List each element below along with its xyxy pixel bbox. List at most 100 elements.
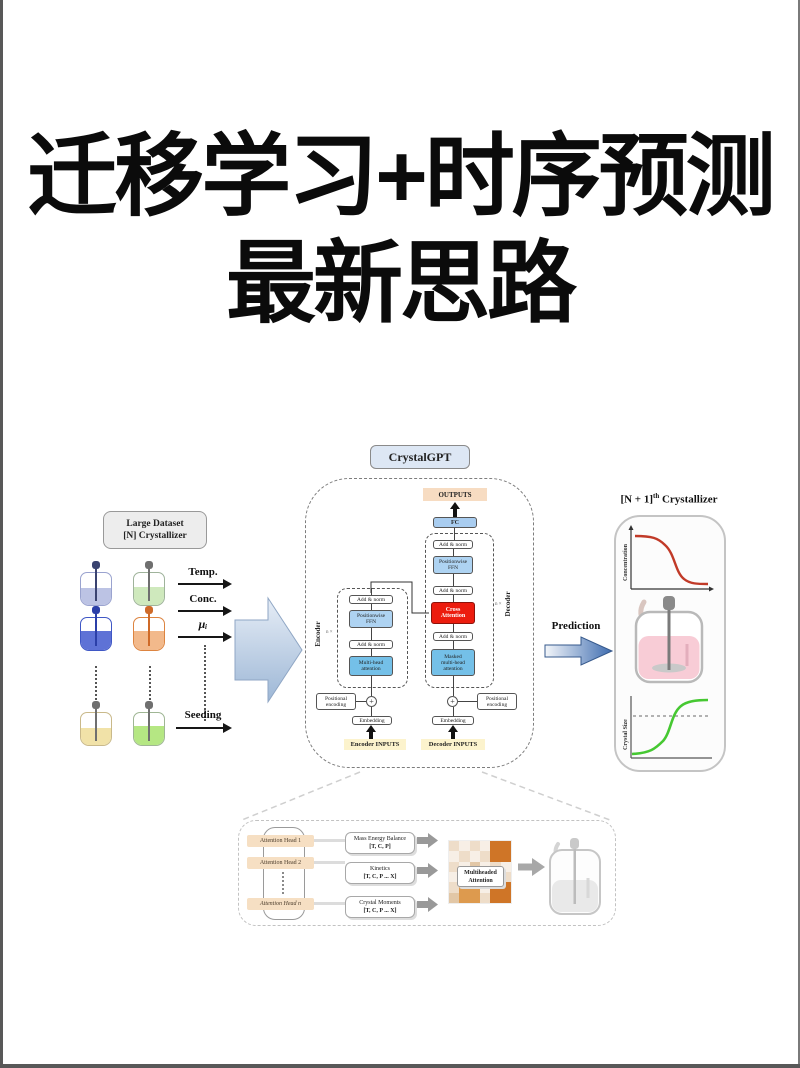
mha-label: Multi-head attention [358, 660, 384, 672]
output-vessel [549, 838, 601, 915]
crystal-size-plot: Crystal Size [623, 696, 712, 759]
add-norm-label: Add & norm [438, 587, 468, 594]
encoder-inputs-label: Encoder INPUTS [350, 741, 400, 748]
crystallizer-vessel [133, 606, 165, 651]
attention-head-label: Attention Head 1 [259, 838, 302, 844]
transformer-container [305, 478, 534, 768]
decoder-add-norm-1: Add & norm [433, 540, 473, 549]
head-connector [314, 861, 345, 864]
page-title: 迁移学习+时序预测 最新思路 [0, 124, 800, 338]
fc-box: FC [433, 517, 477, 528]
feature-vars: [T, C, P ... X] [363, 874, 397, 880]
feature-arrow [417, 833, 438, 848]
pos-encoding-label: Positional encoding [485, 695, 508, 708]
encoder-mha-box: Multi-head attention [349, 656, 393, 676]
attention-head-2: Attention Head 2 [247, 857, 314, 869]
cross-attention-label: Cross Attention [440, 607, 466, 619]
bottom-border [0, 1064, 800, 1068]
seeding-arrow [176, 723, 232, 733]
feature-arrow [417, 863, 438, 878]
seeding-label: Seeding [184, 709, 222, 721]
add-norm-label: Add & norm [438, 633, 468, 640]
plus-icon: + [369, 697, 374, 706]
feature-kinetics: Kinetics [T, C, P ... X] [345, 862, 415, 884]
encoder-inputs-box: Encoder INPUTS [344, 739, 406, 750]
pos-ffn-label: Positionwise FFN [356, 613, 386, 625]
vessel-ellipsis [149, 666, 151, 700]
title-line-1: 迁移学习+时序预测 [27, 127, 776, 227]
title-sup: th [652, 492, 660, 500]
conc-arrow [178, 606, 232, 616]
conc-label: Conc. [189, 593, 217, 605]
temp-label: Temp. [188, 566, 218, 578]
encoder-ffn: Positionwise FFN [349, 610, 393, 628]
attention-head-label: Attention Head n [260, 901, 301, 907]
embedding-label: Embedding [359, 717, 385, 724]
decoder-inputs-arrow [448, 725, 458, 739]
cross-attention-box: Cross Attention [431, 602, 475, 624]
vessel-ellipsis [95, 666, 97, 700]
fc-connector [454, 528, 455, 540]
feature-name: Crystal Moments [359, 900, 401, 906]
add-norm-label: Add & norm [356, 641, 386, 648]
crystallizer-vessel [133, 701, 165, 746]
decoder-embedding: Embedding [432, 716, 474, 725]
decoder-add-norm-3: Add & norm [433, 632, 473, 641]
dataset-box: Large Dataset [N] Crystallizer [103, 511, 207, 549]
crystallizer-vessel [80, 701, 112, 746]
concentration-plot: Concentration [623, 525, 714, 592]
title-base: [N + 1] [620, 493, 653, 506]
head-connector [314, 902, 345, 905]
model-name: CrystalGPT [388, 449, 452, 464]
heatmap-to-vessel-arrow [518, 858, 545, 876]
target-crystallizer-title: [N + 1]th Crystallizer [614, 492, 724, 506]
feature-vars: [T, C, P] [369, 844, 391, 850]
attention-head-label: Attention Head 2 [259, 860, 302, 866]
decoder-plus-circle: + [447, 696, 458, 707]
predicted-vessel [634, 596, 704, 684]
right-border [798, 0, 800, 1068]
decoder-add-norm-2: Add & norm [433, 586, 473, 595]
plus-icon: + [450, 697, 455, 706]
attention-head-n: Attention Head n [247, 898, 314, 910]
outputs-label: OUTPUTS [438, 490, 472, 499]
prediction-label: Prediction [551, 620, 601, 632]
decoder-multiplier: n × [495, 602, 502, 607]
multiheaded-attention-box: Multiheaded Attention [457, 866, 504, 887]
fc-to-outputs-arrow [450, 502, 460, 517]
encoder-embedding: Embedding [352, 716, 392, 725]
encoder-box [337, 588, 408, 688]
decoder-inputs-box: Decoder INPUTS [421, 739, 485, 750]
masked-mha-box: Masked multi-head attention [431, 649, 475, 676]
encoder-add-norm-1: Add & norm [349, 595, 393, 604]
encoder-plus-circle: + [366, 696, 377, 707]
title-line-2: 最新思路 [226, 234, 577, 334]
left-border [0, 0, 3, 1068]
add-norm-label: Add & norm [438, 541, 468, 548]
decoder-pos-encoding: Positional encoding [477, 693, 517, 710]
multiheaded-attention-label: Multiheaded Attention [464, 869, 497, 884]
crystallizer-vessel [133, 561, 165, 606]
add-norm-label: Add & norm [356, 596, 386, 603]
crystallizer-vessel [80, 561, 112, 606]
dataset-line-1: Large Dataset [126, 519, 184, 529]
feature-mass-energy: Mass Energy Balance [T, C, P] [345, 832, 415, 854]
feature-vars: [T, C, P ... X] [363, 908, 397, 914]
head-connector [314, 839, 345, 842]
encoder-inputs-arrow [366, 725, 376, 739]
embedding-label: Embedding [440, 717, 466, 724]
mu-label: μᵢ [198, 617, 208, 631]
big-input-arrow [234, 596, 303, 704]
heads-ellipsis [282, 872, 284, 894]
attention-head-1: Attention Head 1 [247, 835, 314, 847]
masked-mha-label: Masked multi-head attention [441, 653, 465, 672]
decoder-inputs-label: Decoder INPUTS [428, 741, 478, 748]
pos-ffn-label: Positionwise FFN [438, 559, 468, 571]
crystallizer-vessel [80, 606, 112, 651]
mu-arrow [178, 632, 232, 642]
decoder-label: Decoder [504, 591, 512, 617]
decoder-side-label: Decoder [504, 582, 512, 626]
model-name-box: CrystalGPT [370, 445, 470, 469]
pos-encoding-label: Positional encoding [324, 695, 347, 708]
